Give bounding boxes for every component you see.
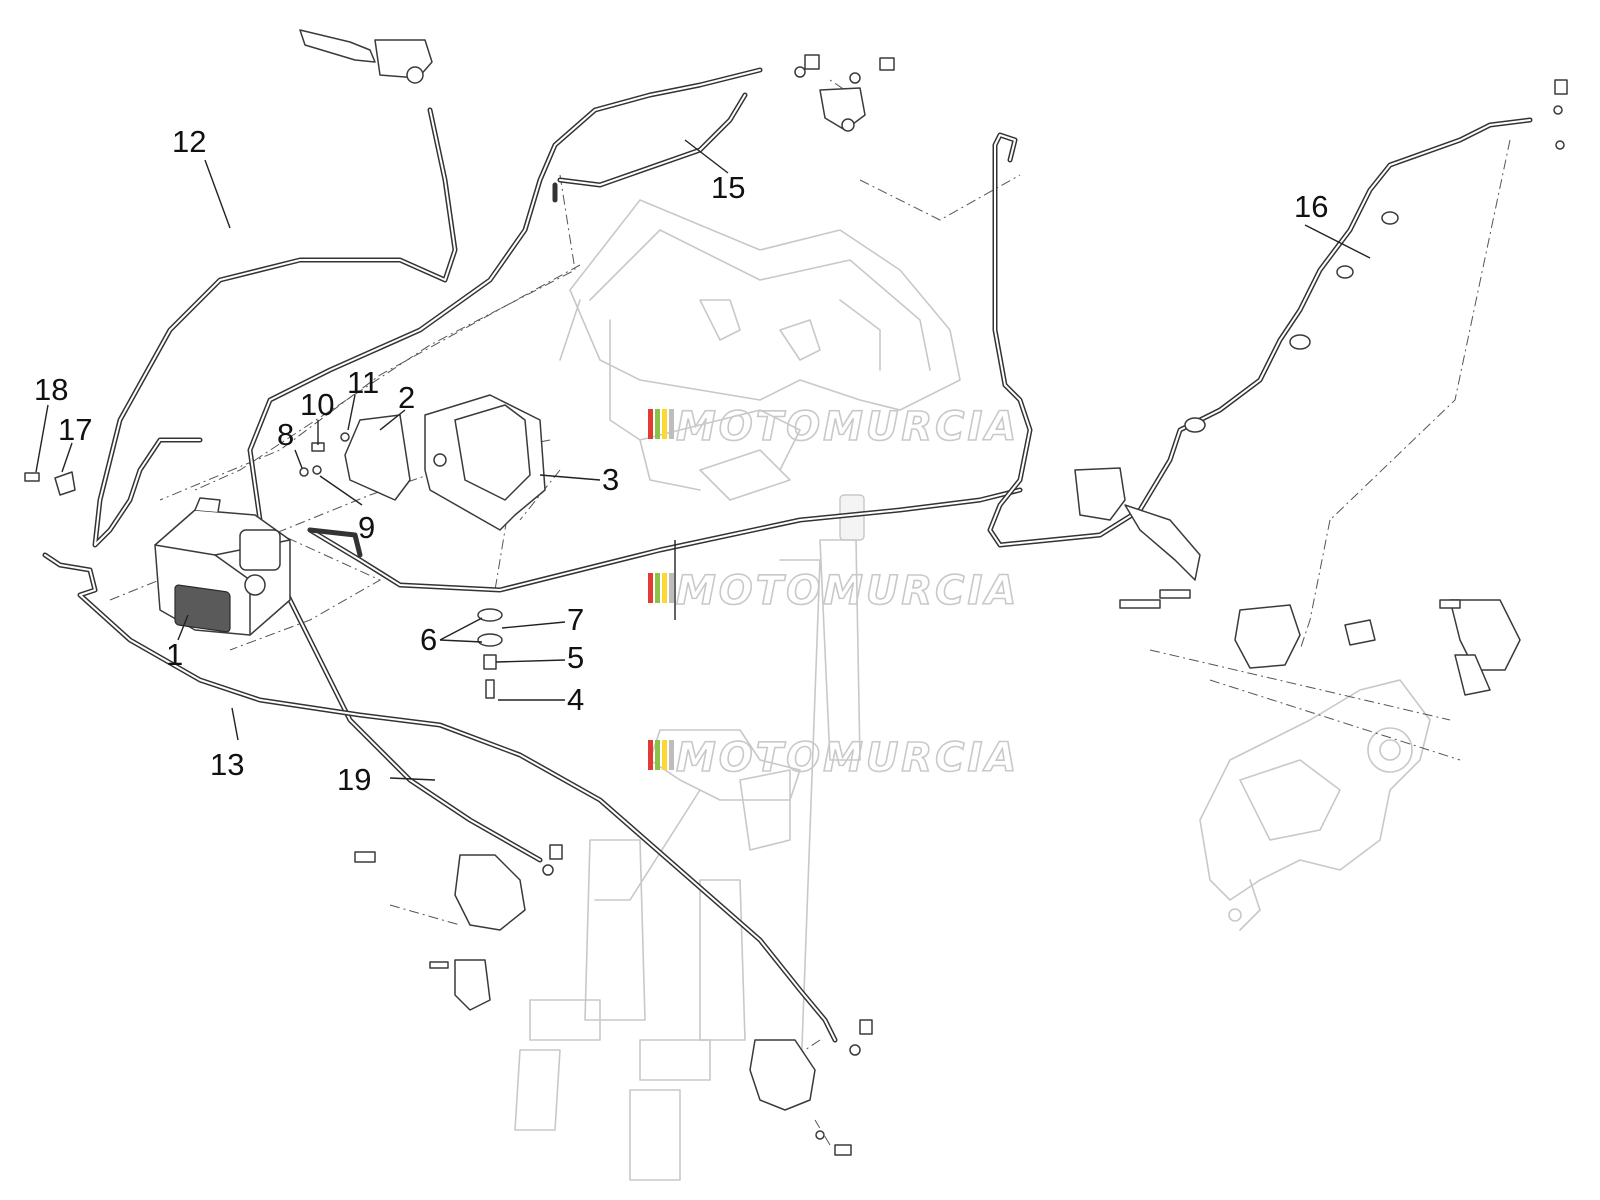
front-master-cylinder <box>299 29 433 84</box>
callout-5: 5 <box>567 640 584 675</box>
callout-8: 8 <box>277 417 294 452</box>
watermark-stripe-red <box>648 409 653 439</box>
watermark-text: MOTOMURCIA <box>676 404 1019 450</box>
callout-11: 11 <box>347 365 379 400</box>
callout-6: 6 <box>420 622 437 657</box>
brake-hose-12 <box>92 107 458 548</box>
watermark-stripe-yellow <box>662 573 667 603</box>
callout-10: 10 <box>300 387 334 422</box>
front-caliper-left <box>354 851 526 1011</box>
leader-lines <box>35 139 1371 781</box>
brake-hose-13 <box>42 552 838 1043</box>
watermark-1: MOTOMURCIA <box>648 403 1019 451</box>
watermark-stripe-red <box>648 740 653 770</box>
frame-chassis-ghost <box>559 199 961 501</box>
watermark-stripe-grey <box>669 573 674 603</box>
callout-12: 12 <box>172 124 206 159</box>
watermark-stripe-green <box>655 409 660 439</box>
watermark-text: MOTOMURCIA <box>676 735 1019 781</box>
callout-7: 7 <box>567 602 584 637</box>
watermark-stripe-yellow <box>662 409 667 439</box>
callout-15: 15 <box>711 170 745 205</box>
watermark-text: MOTOMURCIA <box>676 568 1019 614</box>
callout-labels: 1 2 3 4 5 6 7 8 9 10 11 12 13 15 16 17 1… <box>34 124 1328 797</box>
brake-hose-15 <box>247 67 763 863</box>
front-fork-ghost <box>514 494 865 1181</box>
callout-2: 2 <box>398 380 415 415</box>
rear-master-cylinder <box>1074 467 1201 581</box>
brake-hose-3-to-abs <box>307 487 1023 593</box>
callout-1: 1 <box>166 637 183 672</box>
mounting-hardware <box>24 432 503 699</box>
callout-9: 9 <box>358 510 375 545</box>
watermark-stripe-green <box>655 573 660 603</box>
brake-hose-16 <box>987 117 1533 548</box>
watermark-3: MOTOMURCIA <box>648 734 1019 782</box>
front-caliper-right <box>749 1039 852 1156</box>
watermark-stripe-grey <box>669 740 674 770</box>
rear-swingarm-ghost <box>1199 679 1431 931</box>
rear-caliper-assembly <box>1119 589 1521 696</box>
abs-bracket <box>344 394 546 531</box>
callout-17: 17 <box>58 412 92 447</box>
banjo-fittings <box>542 54 1568 1056</box>
abs-modulator-unit <box>154 497 291 636</box>
watermark-stripe-red <box>648 573 653 603</box>
callout-3: 3 <box>602 462 619 497</box>
watermark-stripe-green <box>655 740 660 770</box>
watermark-stripe-yellow <box>662 740 667 770</box>
callout-18: 18 <box>34 372 68 407</box>
callout-16: 16 <box>1294 189 1328 224</box>
watermark-2: MOTOMURCIA <box>648 567 1019 615</box>
callout-13: 13 <box>210 747 244 782</box>
callout-4: 4 <box>567 682 584 717</box>
callout-19: 19 <box>337 762 371 797</box>
watermark-stripe-grey <box>669 409 674 439</box>
